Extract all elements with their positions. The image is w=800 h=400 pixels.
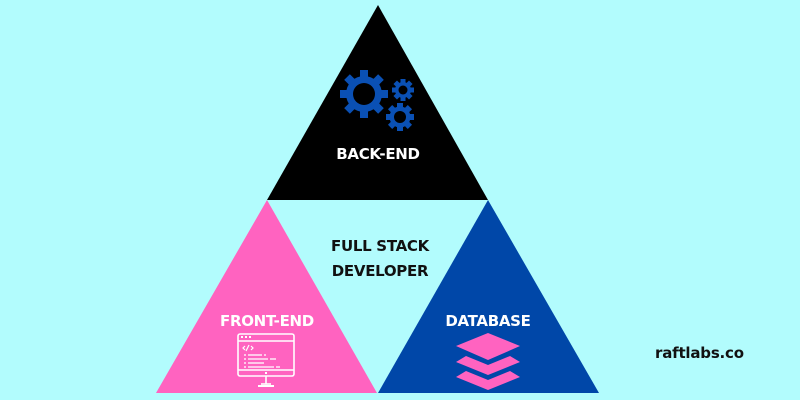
gears-icon <box>340 70 414 131</box>
database-label: DATABASE <box>445 312 531 330</box>
center-title-line-2: DEVELOPER <box>331 262 429 280</box>
backend-label: BACK-END <box>336 145 420 163</box>
layers-icon <box>456 333 520 390</box>
center-title-line-1: FULL STACK <box>331 237 429 255</box>
database-triangle <box>378 200 599 393</box>
frontend-label: FRONT-END <box>220 312 314 330</box>
code-monitor-icon <box>237 333 295 387</box>
center-title: FULL STACK DEVELOPER <box>300 234 460 284</box>
frontend-triangle <box>156 200 377 393</box>
brand-watermark: raftlabs.co <box>655 344 744 362</box>
